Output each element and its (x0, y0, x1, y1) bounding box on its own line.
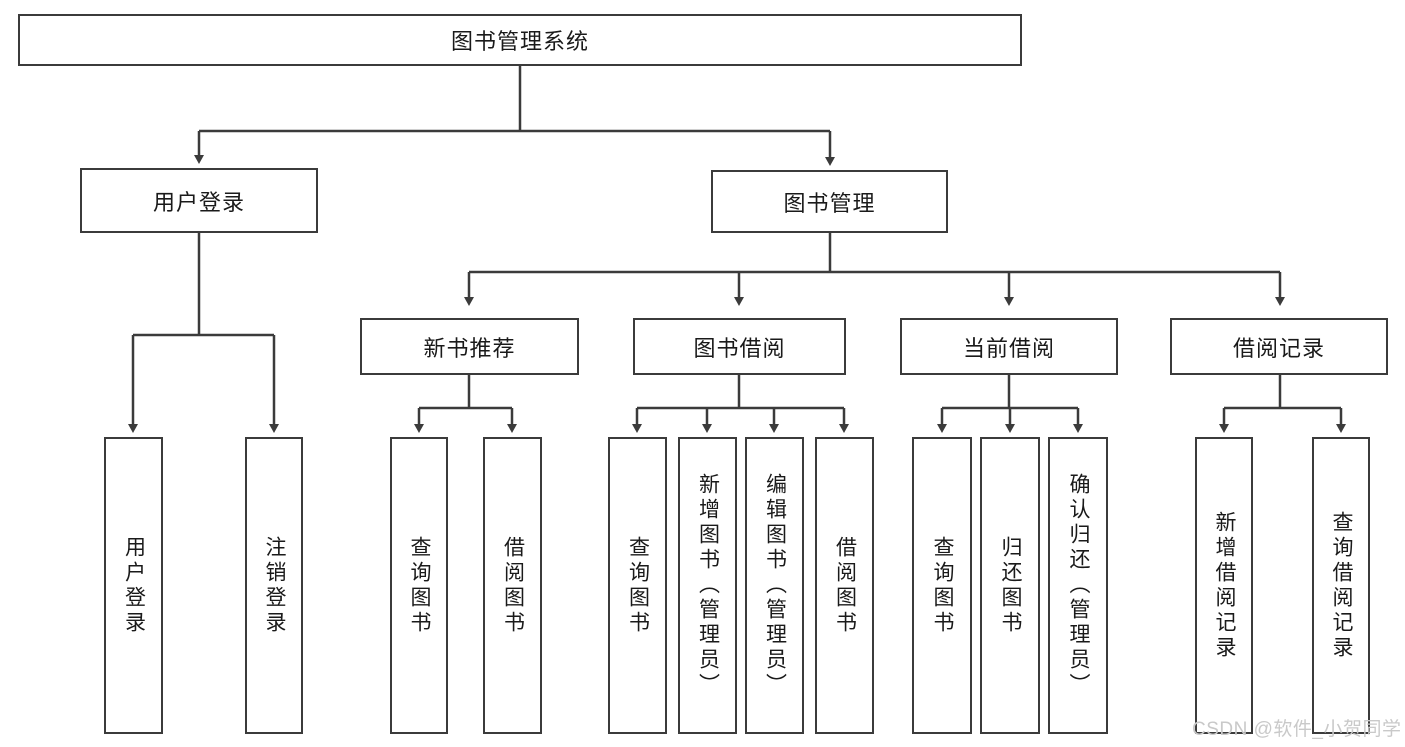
leaf-borrow-add-book-admin[interactable]: 新增图书（管理员） (678, 437, 737, 734)
node-root-label: 图书管理系统 (450, 29, 589, 54)
leaf-label: 确认归还（管理员） (1067, 473, 1091, 698)
leaf-current-query-book[interactable]: 查询图书 (912, 437, 972, 734)
leaf-record-add[interactable]: 新增借阅记录 (1195, 437, 1253, 734)
node-user-login-label: 用户登录 (152, 189, 245, 215)
leaf-label: 用户登录 (122, 535, 146, 636)
leaf-label: 归还图书 (999, 535, 1023, 636)
node-user-login[interactable]: 用户登录 (80, 168, 318, 233)
leaf-label: 查询图书 (626, 535, 650, 636)
leaf-current-confirm-return-admin[interactable]: 确认归还（管理员） (1048, 437, 1108, 734)
leaf-borrow-edit-book-admin[interactable]: 编辑图书（管理员） (745, 437, 804, 734)
node-root[interactable]: 图书管理系统 (18, 14, 1022, 66)
leaf-borrow-borrow-book[interactable]: 借阅图书 (815, 437, 874, 734)
leaf-label: 查询图书 (931, 535, 955, 636)
node-new-book-recommend[interactable]: 新书推荐 (360, 318, 579, 375)
leaf-label: 新增借阅记录 (1213, 510, 1237, 661)
node-borrow-record[interactable]: 借阅记录 (1170, 318, 1388, 375)
node-book-management[interactable]: 图书管理 (711, 170, 948, 233)
csdn-watermark: CSDN @软件_小贺同学 (1192, 719, 1402, 740)
node-book-borrow[interactable]: 图书借阅 (633, 318, 846, 375)
leaf-label: 查询借阅记录 (1330, 510, 1354, 661)
leaf-new-book-query[interactable]: 查询图书 (390, 437, 448, 734)
leaf-borrow-query-book[interactable]: 查询图书 (608, 437, 667, 734)
node-current-borrow[interactable]: 当前借阅 (900, 318, 1118, 375)
leaf-label: 借阅图书 (501, 535, 525, 636)
leaf-label: 新增图书（管理员） (696, 473, 720, 698)
leaf-current-return-book[interactable]: 归还图书 (980, 437, 1040, 734)
leaf-label: 编辑图书（管理员） (763, 473, 787, 698)
leaf-label: 查询图书 (408, 535, 432, 636)
leaf-user-login-signout[interactable]: 注销登录 (245, 437, 303, 734)
node-book-borrow-label: 图书借阅 (693, 335, 786, 361)
node-book-management-label: 图书管理 (783, 190, 876, 216)
node-current-borrow-label: 当前借阅 (962, 335, 1055, 361)
leaf-user-login-signin[interactable]: 用户登录 (104, 437, 163, 734)
leaf-label: 借阅图书 (833, 535, 857, 636)
node-new-book-recommend-label: 新书推荐 (423, 335, 516, 361)
leaf-new-book-borrow[interactable]: 借阅图书 (483, 437, 542, 734)
leaf-record-query[interactable]: 查询借阅记录 (1312, 437, 1370, 734)
node-borrow-record-label: 借阅记录 (1232, 335, 1325, 361)
leaf-label: 注销登录 (263, 535, 287, 636)
